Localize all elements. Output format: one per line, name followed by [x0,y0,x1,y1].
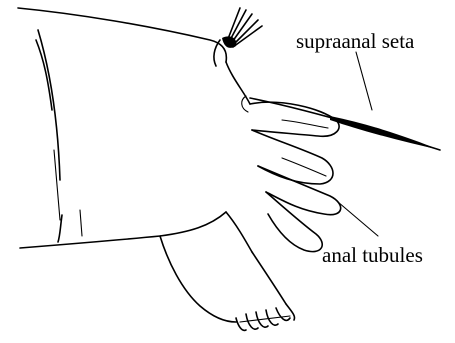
abdominal-segment-outline [18,8,226,242]
supraanal-seta [242,96,440,150]
supraanal-seta-leader-line [356,52,372,110]
supraanal-seta-label: supraanal seta [296,29,415,53]
anal-tubules-label: anal tubules [322,243,423,267]
anal-tubules [250,102,341,251]
label-leaders [338,52,378,236]
posterior-segment-outline [214,40,250,104]
dorsal-setal-tuft [222,8,262,48]
proleg-hooks [236,304,295,330]
anal-tubules-leader-line [338,202,378,236]
